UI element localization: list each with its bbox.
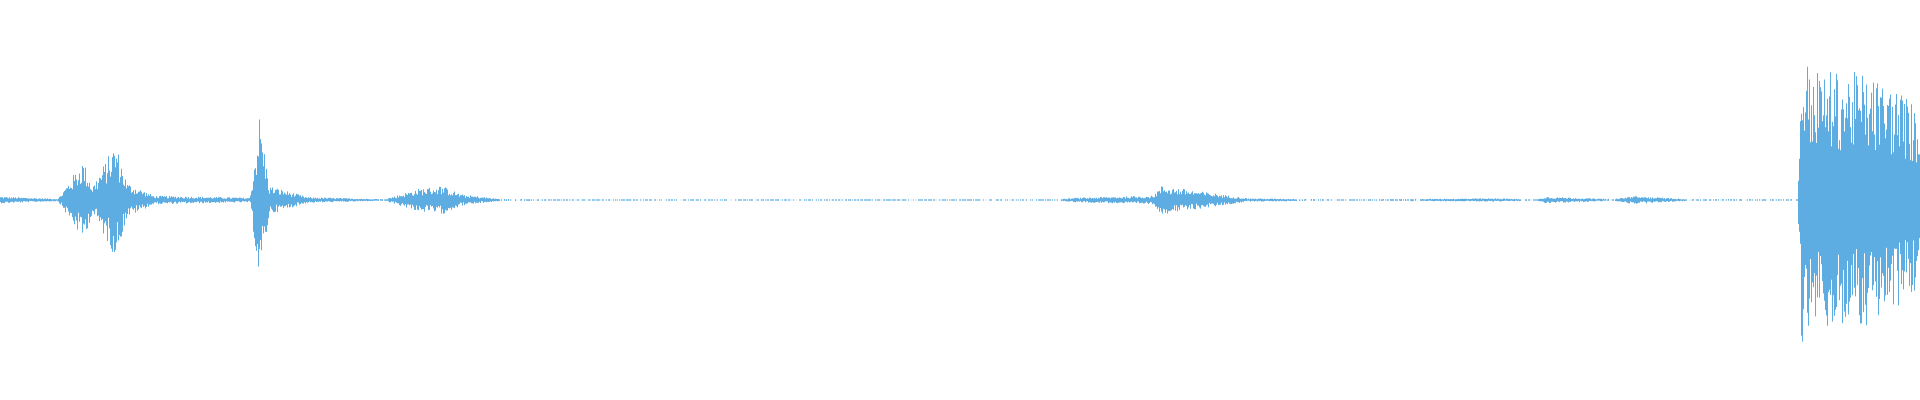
waveform-bars [0, 66, 1920, 342]
waveform-path [0, 66, 1920, 342]
